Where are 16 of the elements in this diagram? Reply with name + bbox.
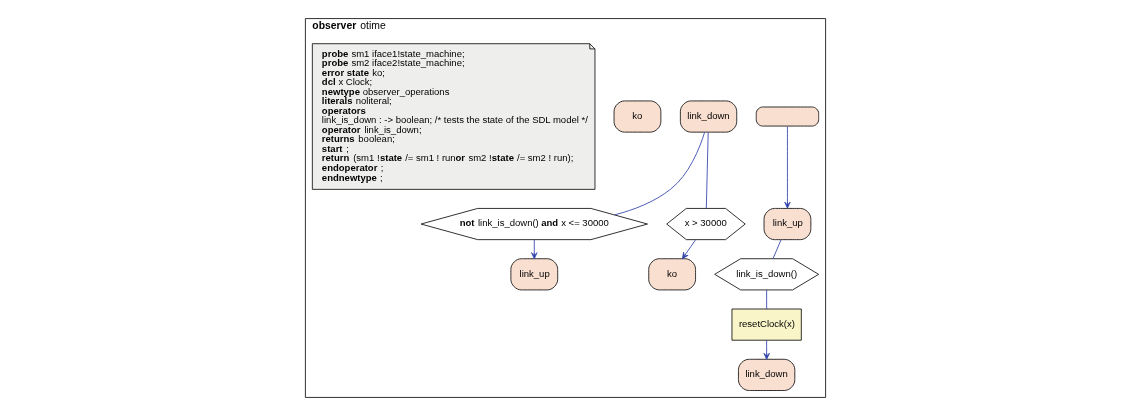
node-box: ko <box>613 100 661 133</box>
connector <box>772 239 782 260</box>
connector <box>613 131 705 216</box>
node-oval <box>755 106 819 127</box>
node-box: link_down <box>679 100 737 133</box>
node-box: link_up <box>509 258 558 291</box>
node-box: resetClock(x) <box>731 308 802 341</box>
arrow <box>783 126 791 209</box>
arrow <box>681 239 696 260</box>
connector <box>705 131 709 209</box>
node-box: link_down <box>737 358 795 391</box>
node-box: link_up <box>763 208 811 241</box>
arrow <box>530 239 537 260</box>
arrow <box>762 339 770 360</box>
node-box: ko <box>647 258 696 291</box>
connector <box>765 289 767 310</box>
